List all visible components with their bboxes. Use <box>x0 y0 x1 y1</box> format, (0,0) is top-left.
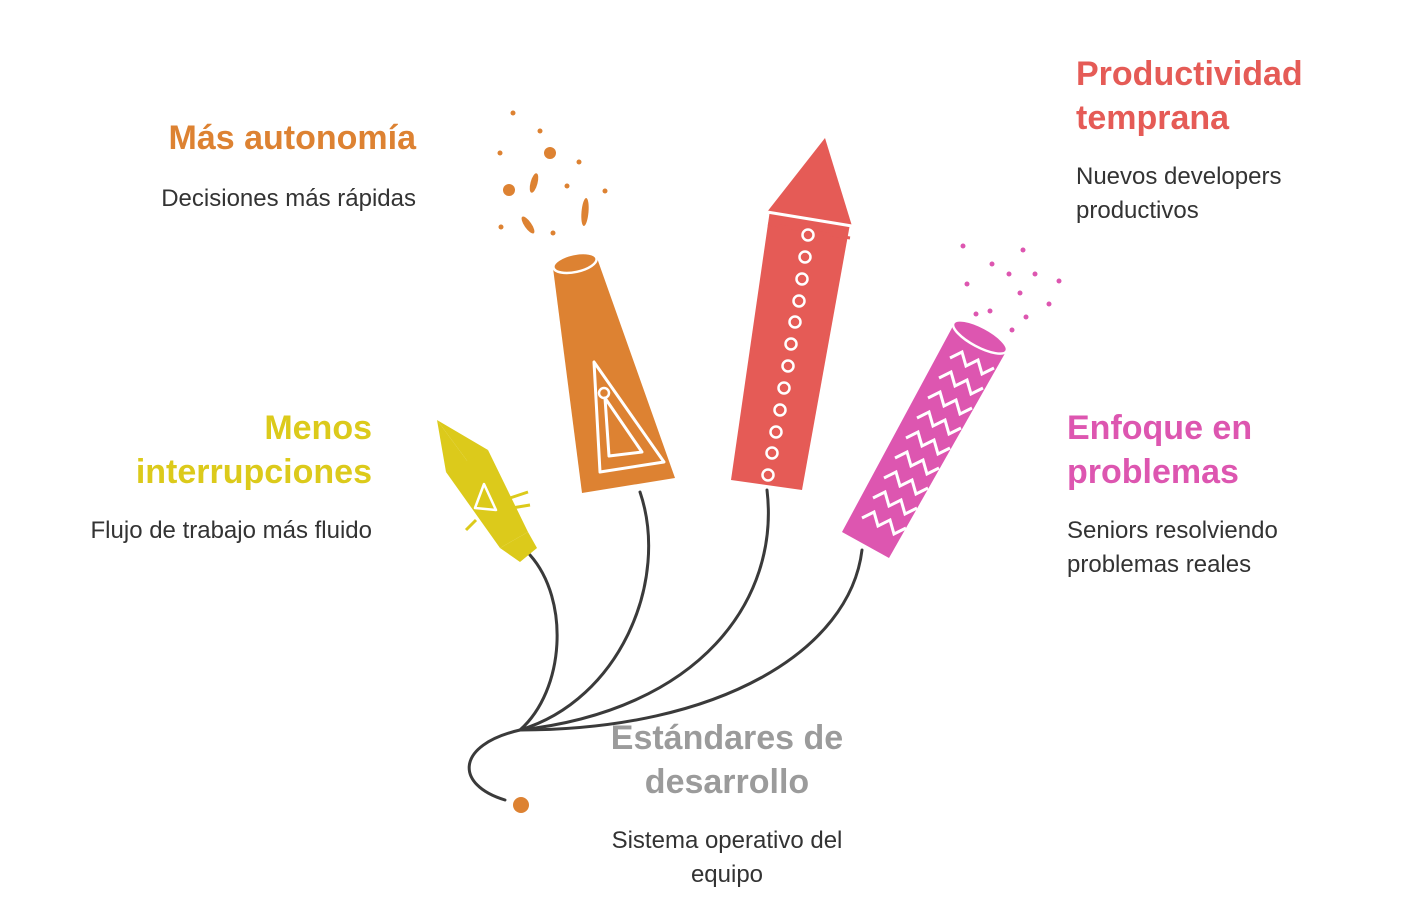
fuse-red <box>518 488 770 732</box>
title-estandares-2: desarrollo <box>644 763 810 801</box>
label-productividad: Productividad temprana Nuevos developers… <box>1076 52 1396 228</box>
desc-enfoque-2: problemas reales <box>1067 551 1252 578</box>
fuse-spark <box>513 797 529 813</box>
label-autonomia: Más autonomía Decisiones más rápidas <box>100 116 416 216</box>
title-interrupciones-2: interrupciones <box>135 453 372 491</box>
desc-autonomia: Decisiones más rápidas <box>161 185 416 212</box>
desc-interrupciones: Flujo de trabajo más fluido <box>90 517 372 544</box>
red-rocket-icon <box>731 138 853 490</box>
label-interrupciones: Menos interrupciones Flujo de trabajo má… <box>20 406 372 548</box>
orange-sparks-icon <box>497 110 608 236</box>
fuse-yellow <box>518 553 559 732</box>
pink-firework-icon <box>842 319 1009 558</box>
desc-enfoque-1: Seniors resolviendo <box>1067 517 1278 544</box>
title-interrupciones-1: Menos <box>264 409 372 447</box>
fuse-orange <box>518 490 651 732</box>
pink-sparks-icon <box>960 243 1062 333</box>
title-productividad-2: temprana <box>1076 99 1230 137</box>
title-autonomia: Más autonomía <box>168 119 416 157</box>
title-estandares-1: Estándares de <box>610 719 844 757</box>
desc-productividad-2: productivos <box>1076 197 1199 224</box>
yellow-rocket-icon <box>437 420 537 562</box>
label-enfoque: Enfoque en problemas Seniors resolviendo… <box>1067 406 1397 582</box>
title-enfoque-1: Enfoque en <box>1067 409 1253 447</box>
fuses <box>467 488 864 802</box>
orange-cone-icon <box>552 251 675 493</box>
fuse-pink <box>518 548 864 732</box>
fuse-main <box>467 728 522 802</box>
label-estandares: Estándares de desarrollo Sistema operati… <box>546 716 908 892</box>
title-enfoque-2: problemas <box>1067 453 1239 491</box>
desc-estandares-1: Sistema operativo del <box>611 827 843 854</box>
desc-productividad-1: Nuevos developers <box>1076 163 1282 190</box>
desc-estandares-2: equipo <box>690 861 764 888</box>
title-productividad-1: Productividad <box>1076 55 1303 93</box>
